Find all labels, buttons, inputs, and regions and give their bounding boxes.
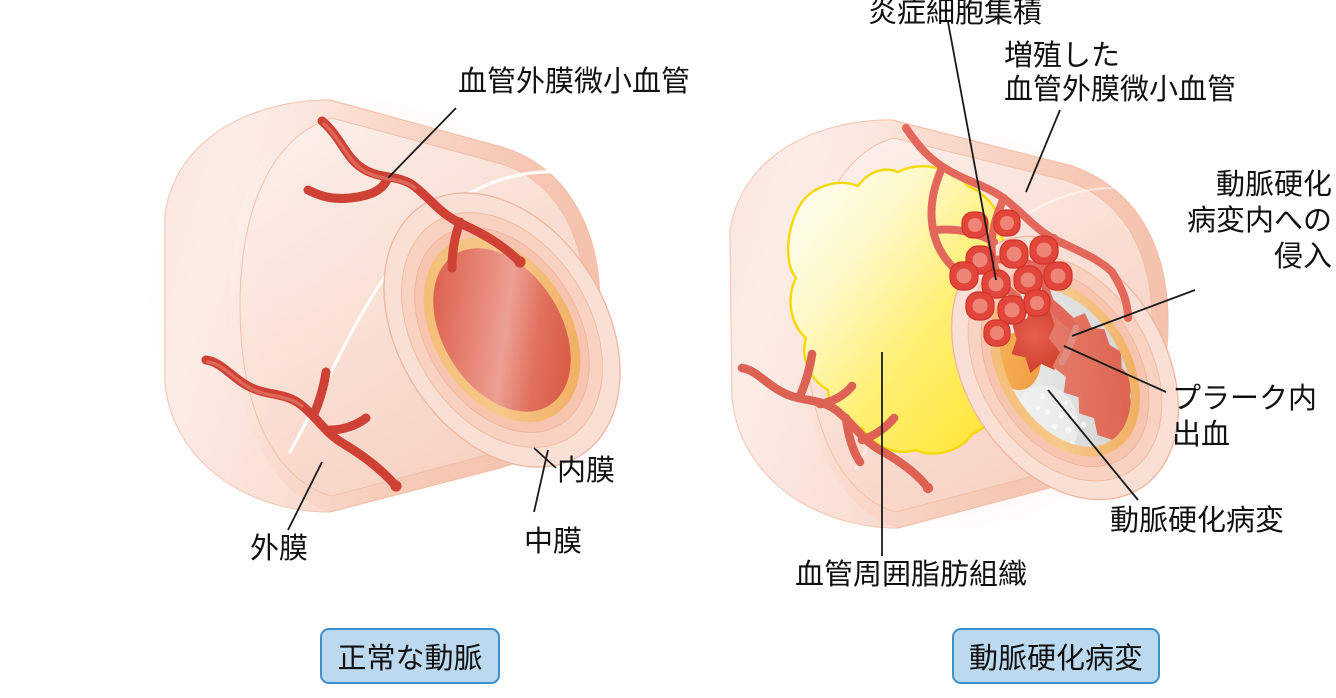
label-inflammatory-cells: 炎症細胞集積 [868,0,1043,29]
left-cross-section [383,192,621,468]
caption-normal-artery-text: 正常な動脈 [337,643,483,675]
leader-adventitia [287,461,323,531]
right-vessel-group [725,21,1196,556]
caption-atherosclerotic-lesion[interactable]: 動脈硬化病変 [952,628,1160,684]
label-adventitia: 外膜 [250,533,309,565]
plaque-invading-microvessel [1058,324,1080,366]
inflammatory-cell-cluster [949,209,1073,347]
caption-normal-artery[interactable]: 正常な動脈 [320,628,500,684]
label-atherosclerotic-lesion: 動脈硬化病変 [1110,505,1285,537]
label-invasion-line2: 病変内への [1186,205,1332,237]
caption-atherosclerotic-lesion-text: 動脈硬化病変 [968,643,1143,675]
leader-media [533,449,549,513]
right-vasa-end-dot [922,482,934,494]
leader-intima [533,447,557,469]
label-intima: 内膜 [557,455,616,487]
left-vasa-end-dot-lower [390,480,402,492]
right-vasa-vasorum-lower [737,349,933,493]
left-vasa-end-dot-upper [514,256,526,268]
right-vessel-near-rim [730,120,898,528]
label-vasa-vasorum: 血管外膜微小血管 [458,66,691,98]
leader-atherosclerotic-lesion [1047,389,1139,501]
necrotic-core-whitefield [1018,385,1078,455]
label-proliferated-vasa-line1: 増殖した [1004,40,1121,72]
label-invasion-line3: 侵入 [1273,241,1332,273]
left-vessel-near-rim [165,100,330,512]
left-vasa-vasorum-upper-highlight [322,122,417,190]
leader-proliferated-vasa [1025,109,1061,193]
leader-inflammatory-cells [947,21,997,281]
label-proliferated-vasa-line2: 血管外膜微小血管 [1004,74,1237,106]
left-vasa-vasorum-lower-highlight [206,360,304,408]
label-perivascular-fat: 血管周囲脂肪組織 [795,559,1028,591]
label-media: 中膜 [524,526,583,558]
leader-vasa-vasorum [387,107,457,179]
left-lumen [433,248,571,412]
label-intraplaque-hemorrhage-line1: プラーク内 [1172,383,1318,415]
leader-intraplaque-hemorrhage [1063,345,1167,393]
left-vessel-group [145,95,621,531]
label-intraplaque-hemorrhage-line2: 出血 [1172,419,1231,451]
leader-invasion [1071,289,1196,337]
label-invasion-line1: 動脈硬化 [1215,169,1332,201]
